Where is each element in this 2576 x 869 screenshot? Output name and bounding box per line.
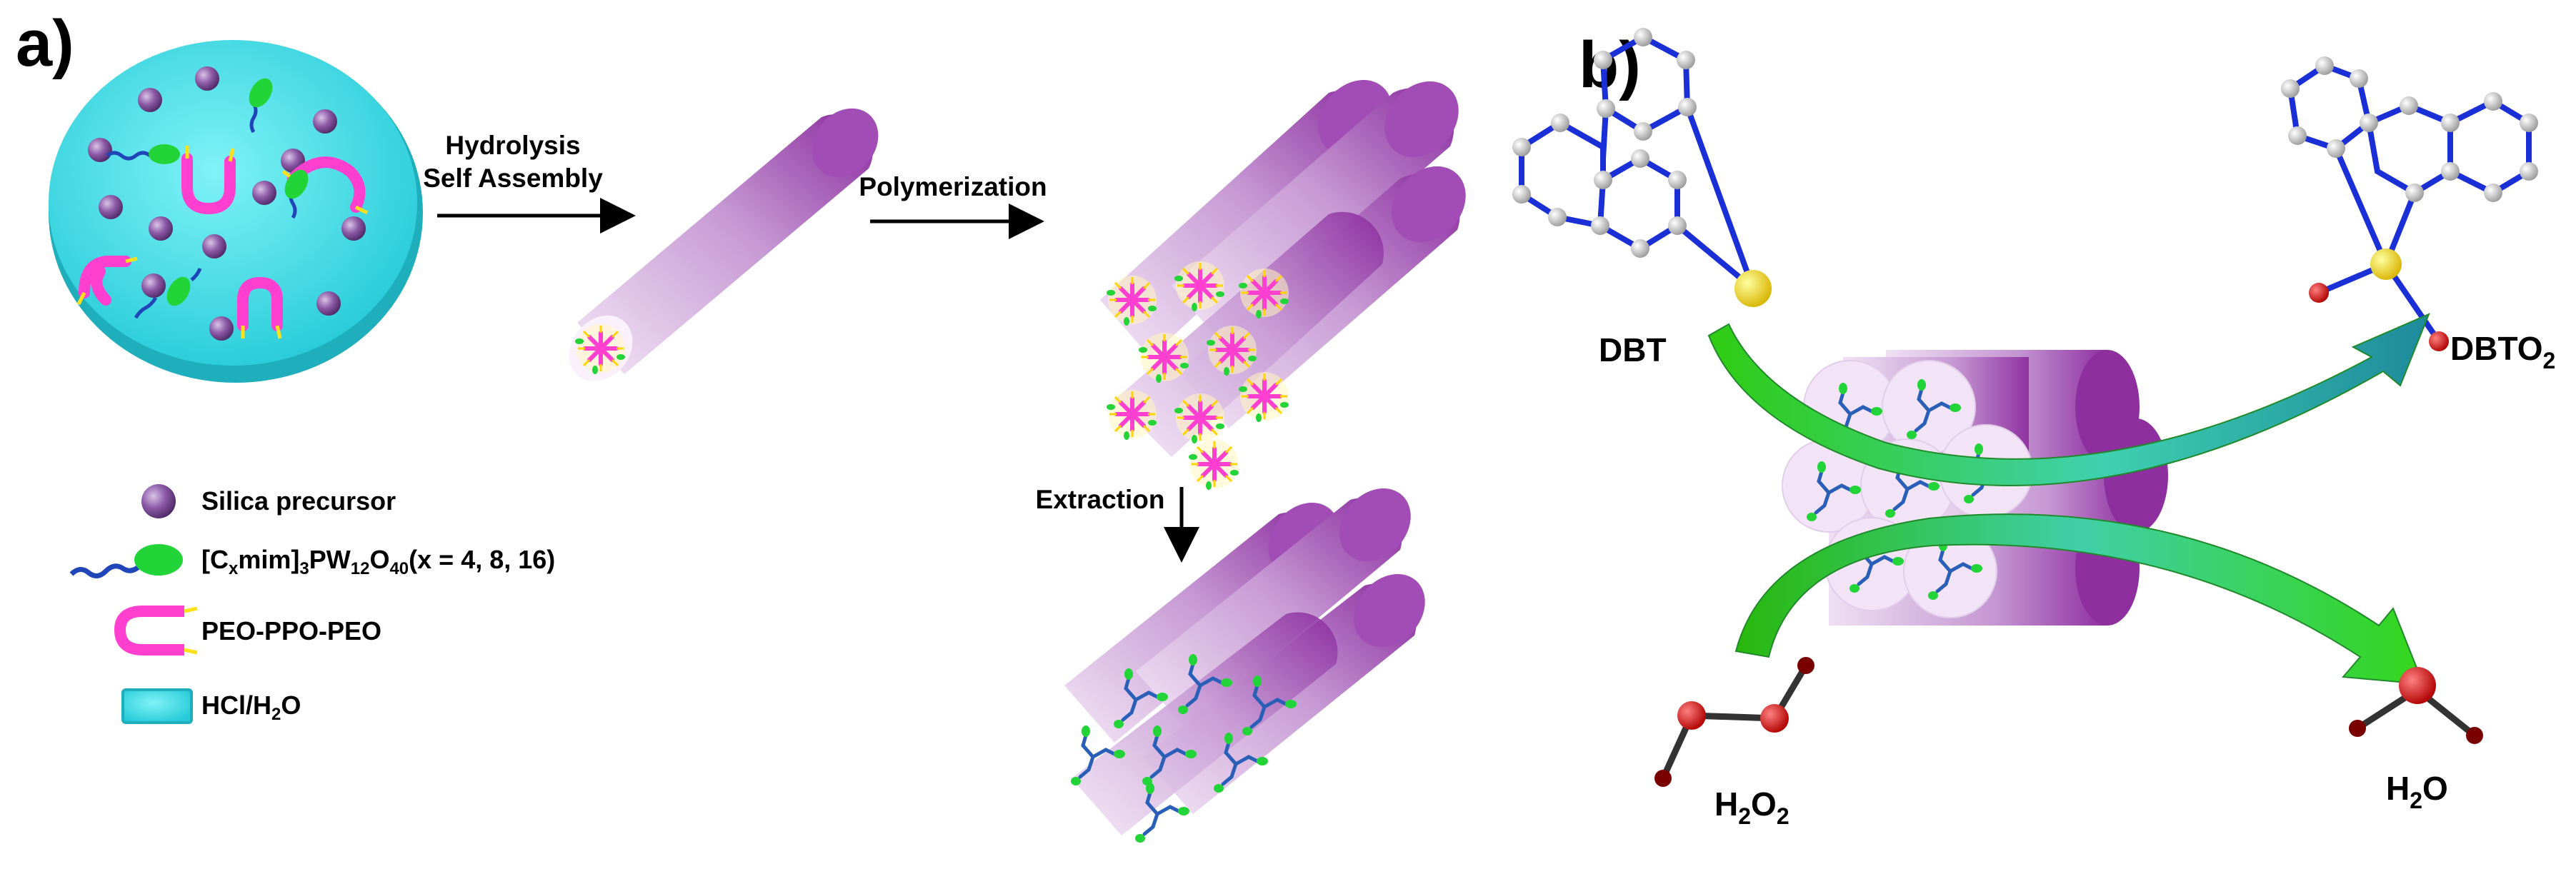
magenta-u-shape-icon [114,606,184,655]
sulfur-atom [2370,248,2402,280]
sulfur-atom [1734,270,1772,307]
dbto2-label: DBTO2 [2450,330,2555,373]
blue-tail-green-head-icon [69,544,183,578]
legend-item-silica: Silica precursor [141,484,396,518]
h2o2-molecule: H2O2 [1654,657,1814,829]
copolymer-chains [79,153,366,331]
hydrogen-atom [1797,657,1814,674]
extraction-label: Extraction [1036,485,1165,514]
oxygen-atom [2309,283,2329,303]
panel-b: b) DBT [1512,28,2555,829]
single-micelle-tube [569,108,879,382]
dbto2-molecule: DBTO2 [2281,56,2555,373]
cyan-block-icon [121,688,193,724]
h2o2-label: H2O2 [1714,785,1789,829]
hydrogen-atom [1654,770,1672,787]
dbt-label: DBT [1599,331,1667,368]
panel-a-label: a) [16,7,74,80]
catalyst-tube-bundle [1782,350,2168,626]
silica-spheres [88,66,366,341]
oxygen-atom [1677,701,1706,730]
legend-item-acid: HCl/H2O [121,688,301,724]
oxygen-atom [1760,704,1789,733]
step-extraction: Extraction [1036,485,1199,563]
solution-droplet [49,40,423,383]
legend-silica-label: Silica precursor [201,486,396,516]
step-hydrolysis: Hydrolysis Self Assembly [423,131,636,233]
hydrolysis-label: Hydrolysis [445,131,580,160]
step-polymerization: Polymerization [859,172,1047,239]
legend-ionic-liquid-label: [Cxmim]3PW12O40(x = 4, 8, 16) [201,545,555,578]
self-assembly-label: Self Assembly [423,164,603,193]
legend: Silica precursor [Cxmim]3PW12O40(x = 4, … [69,484,555,724]
copolymer-ends [76,146,369,339]
polymerization-label: Polymerization [859,172,1047,201]
oxygen-atom [2429,331,2449,351]
hydrogen-atom [2349,720,2366,737]
h2o-molecule: H2O [2349,667,2483,813]
h2o2-reduction-arrow [1734,513,2425,685]
extracted-tube-bundle [1064,488,1425,843]
hydrogen-atom [2466,727,2483,744]
legend-item-copolymer: PEO-PPO-PEO [114,606,381,655]
panel-a: a) [16,7,1466,843]
micelle-tube-bundle [1100,80,1466,490]
purple-sphere-icon [141,484,176,518]
dbt-oxidation-arrow [1707,313,2430,486]
oxygen-atom [2399,667,2436,704]
legend-acid-label: HCl/H2O [201,690,301,724]
dbt-molecule: DBT [1512,28,1772,368]
h2o-label: H2O [2386,770,2448,813]
legend-item-ionic-liquid: [Cxmim]3PW12O40(x = 4, 8, 16) [69,544,555,578]
ionic-liquid-molecules [106,78,309,319]
legend-copolymer-label: PEO-PPO-PEO [201,616,381,646]
